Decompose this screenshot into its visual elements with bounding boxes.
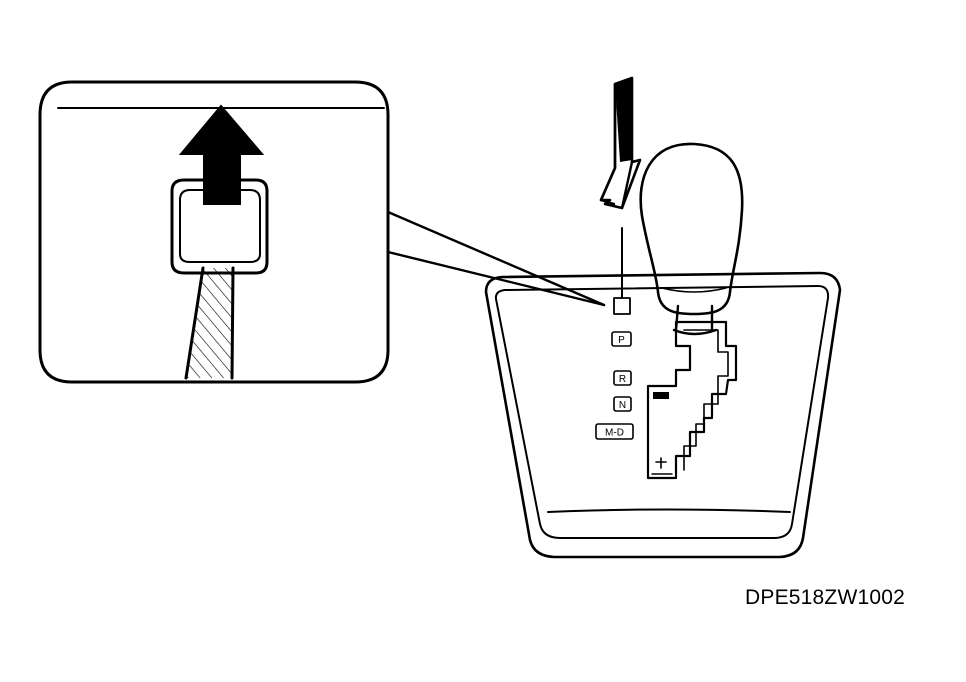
detail-callout — [38, 80, 606, 384]
shift-lock-cover — [613, 297, 631, 315]
shift-gate — [646, 320, 738, 480]
reverse-label: R — [619, 374, 626, 385]
release-tool — [184, 266, 235, 380]
figure-code: DPE518ZW1002 — [745, 586, 905, 609]
down-arrow-icon — [599, 76, 642, 210]
shift-lever — [639, 142, 744, 336]
gate-indicator-neutral — [613, 396, 632, 412]
shift-console: P R N M-D — [484, 142, 842, 559]
gate-indicator-drive-manual — [595, 423, 634, 440]
shift-lock-release-slot — [170, 178, 269, 275]
up-arrow-icon — [178, 104, 265, 205]
gate-indicators: P R N M-D — [595, 297, 634, 440]
neutral-label: N — [619, 400, 626, 411]
park-label: P — [618, 335, 625, 346]
gate-indicator-park — [611, 331, 632, 347]
drive-manual-label: M-D — [605, 428, 624, 439]
callout-leader — [386, 210, 606, 307]
gate-indicator-reverse — [613, 370, 632, 386]
shift-knob — [639, 142, 744, 316]
